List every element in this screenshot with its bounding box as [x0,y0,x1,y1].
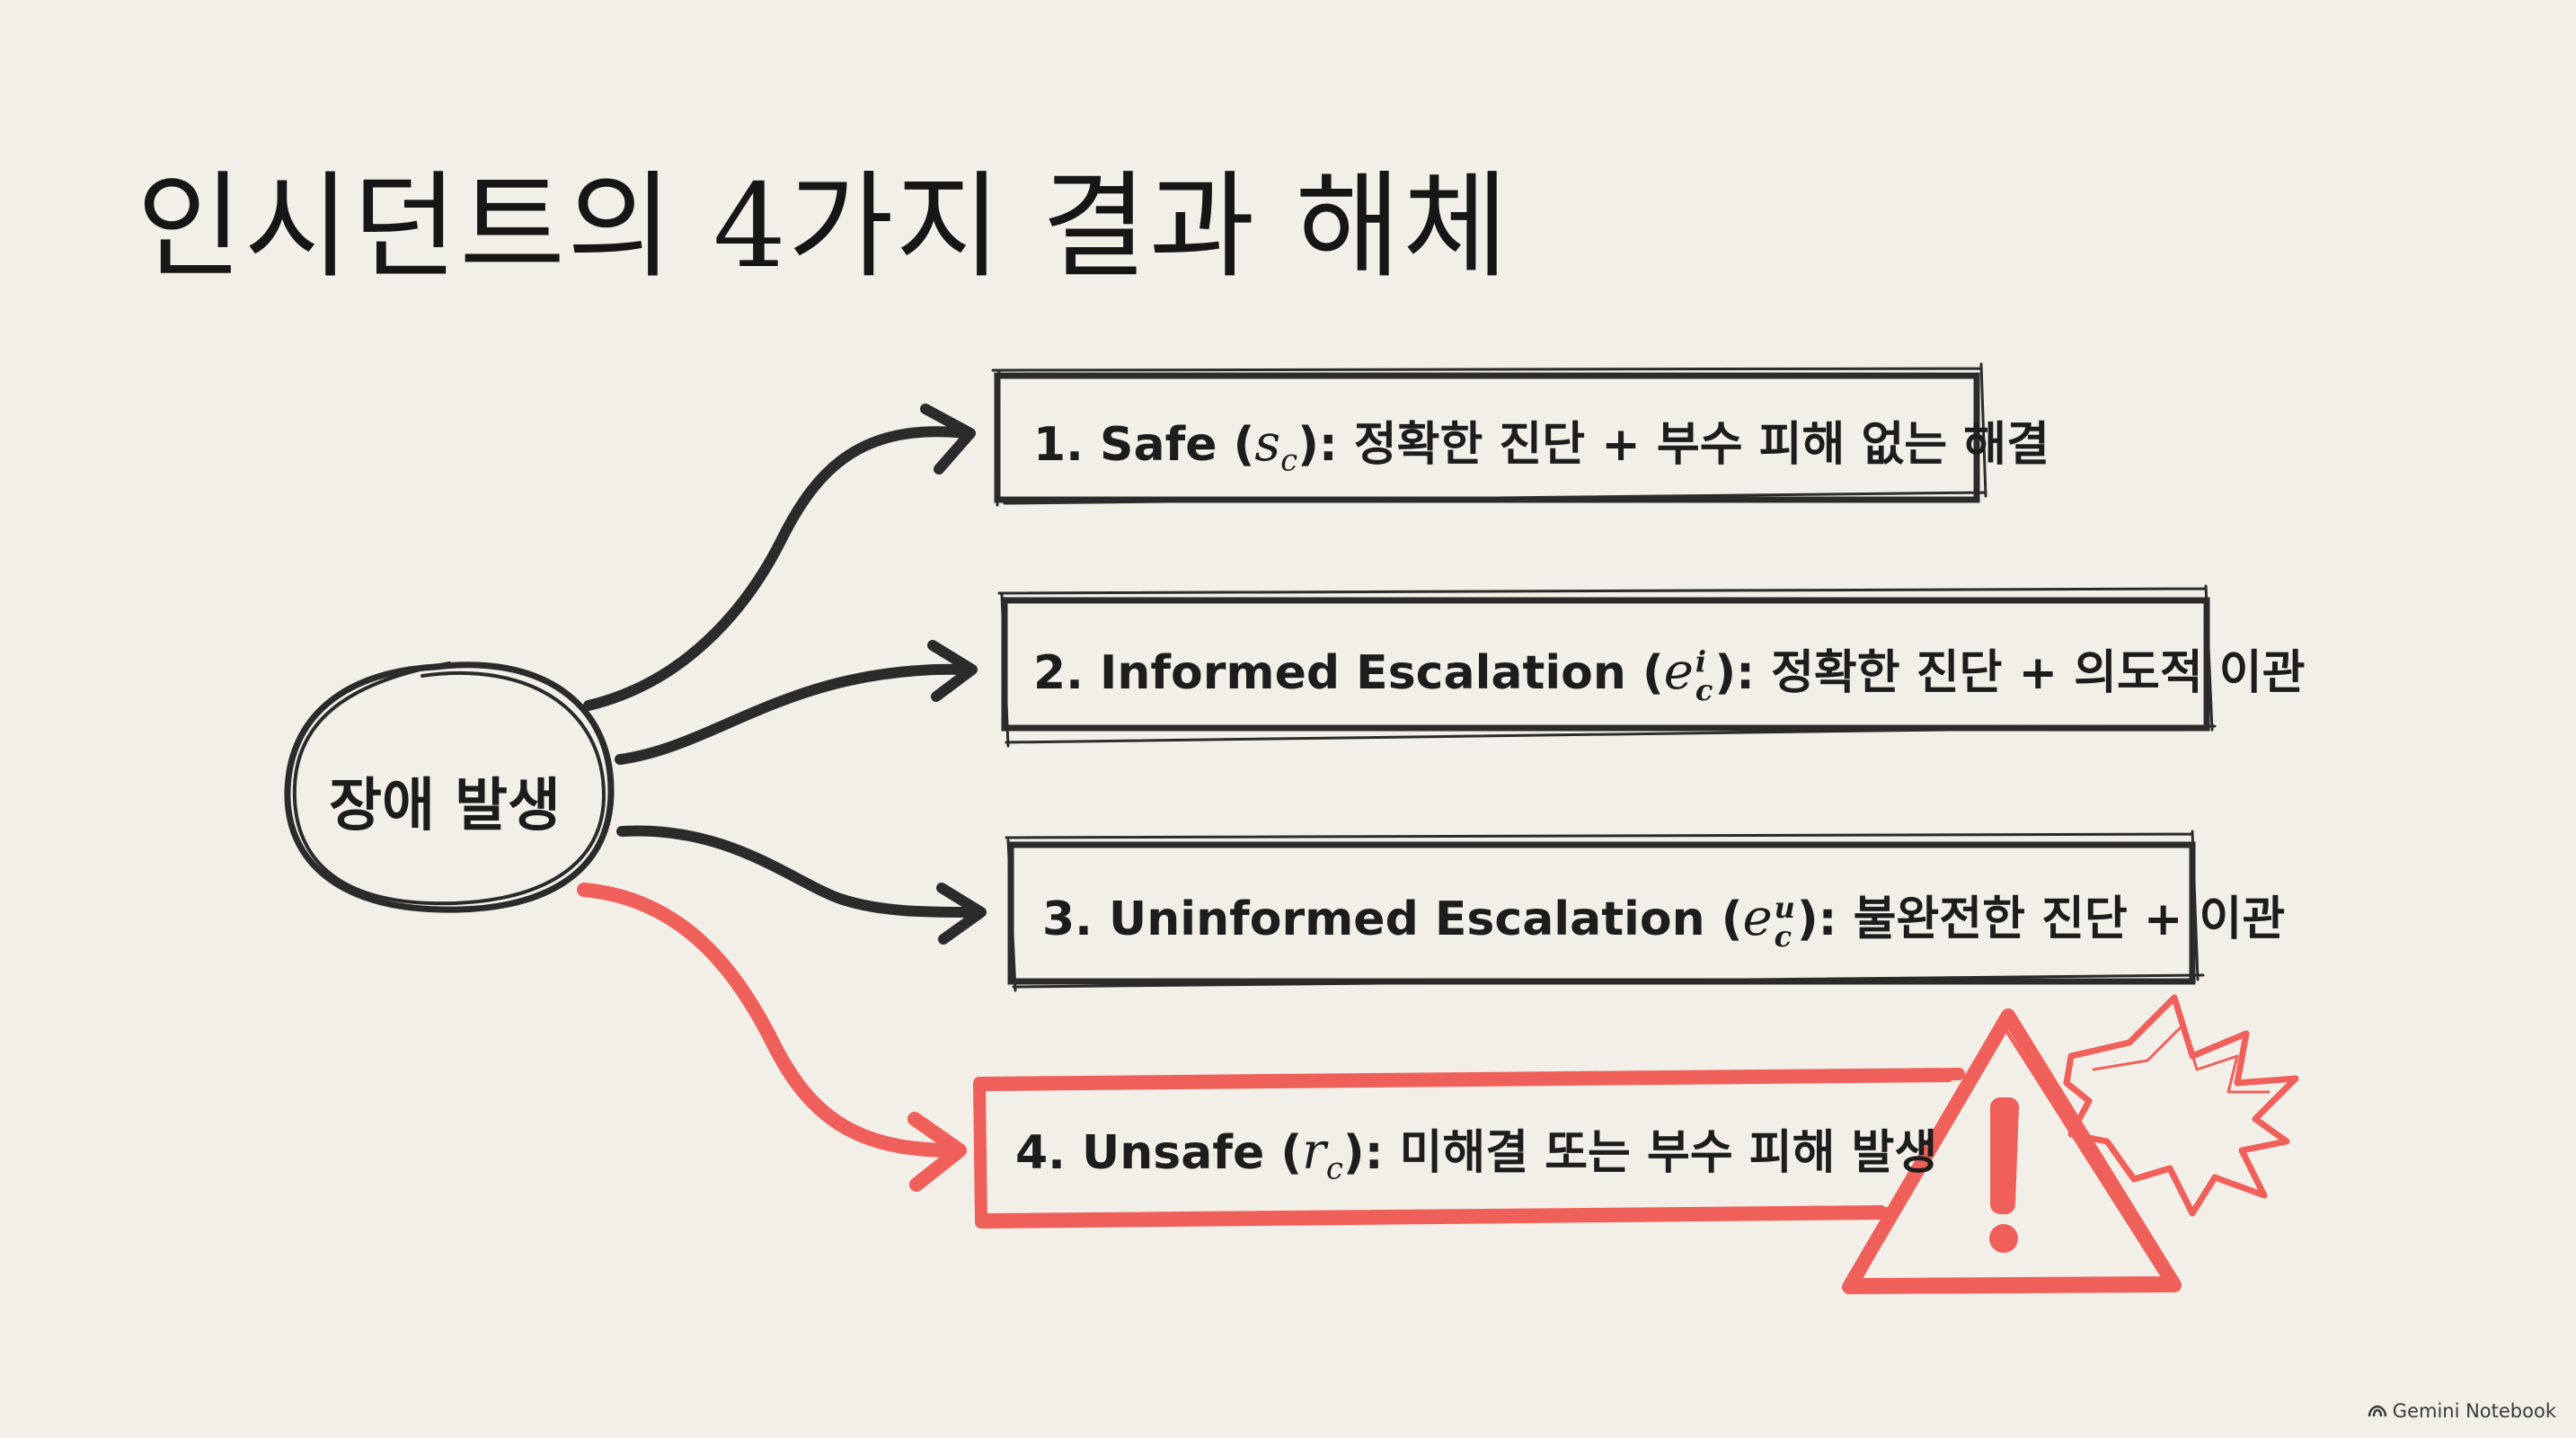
outcome-symbol: r [1302,1123,1326,1181]
page-title: 인시던트의 4가지 결과 해체 [137,160,1510,294]
outcome-box-unsafe [973,1068,1965,1229]
brand-label: Gemini Notebook [2392,1400,2556,1422]
outcome-suffix: ): 미해결 또는 부수 피해 발생 [1342,1126,1938,1180]
arrow-to-uninformed [616,825,987,945]
arrow-to-informed [615,640,978,765]
center-node-label: 장애 발생 [329,773,561,839]
outcome-subscript: c [1774,919,1793,954]
outcome-superscript: u [1774,891,1795,925]
arrow-to-safe [583,404,976,711]
center-node-ellipse [284,661,615,913]
outcome-box-uninformed-escalation [1005,830,2205,992]
outcome-label-unsafe: 4. Unsafe (rc): 미해결 또는 부수 피해 발생 [1015,1114,1937,1186]
outcome-box-safe [991,362,1987,507]
gemini-logo-icon [2368,1405,2387,1417]
outcome-prefix: 3. Uninformed Escalation ( [1042,892,1743,946]
explosion-burst-icon [2063,994,2299,1217]
outcome-prefix: 1. Safe ( [1033,418,1255,472]
outcome-label-safe: 1. Safe (sc): 정확한 진단 + 부수 피해 없는 해결 [1033,406,2049,478]
arrow-to-unsafe [577,883,967,1192]
outcome-symbol: s [1254,414,1281,473]
outcome-suffix: ): 정확한 진단 + 의도적 이관 [1714,646,2306,700]
outcome-symbol: e [1663,643,1694,701]
outcome-prefix: 2. Informed Escalation ( [1033,646,1664,700]
outcome-symbol: e [1742,889,1773,947]
outcome-subscript: c [1695,673,1713,707]
outcome-suffix: ): 정확한 진단 + 부수 피해 없는 해결 [1297,418,2049,472]
outcome-subscript: c [1280,442,1298,479]
outcome-suffix: ): 불완전한 진단 + 이관 [1796,892,2286,946]
outcome-prefix: 4. Unsafe ( [1015,1126,1303,1180]
outcome-box-informed-escalation [997,584,2217,748]
outcome-subscript: c [1325,1150,1343,1187]
warning-triangle-icon [1842,1008,2182,1294]
outcome-superscript: i [1695,644,1707,679]
brand-watermark: Gemini Notebook [2368,1400,2556,1422]
